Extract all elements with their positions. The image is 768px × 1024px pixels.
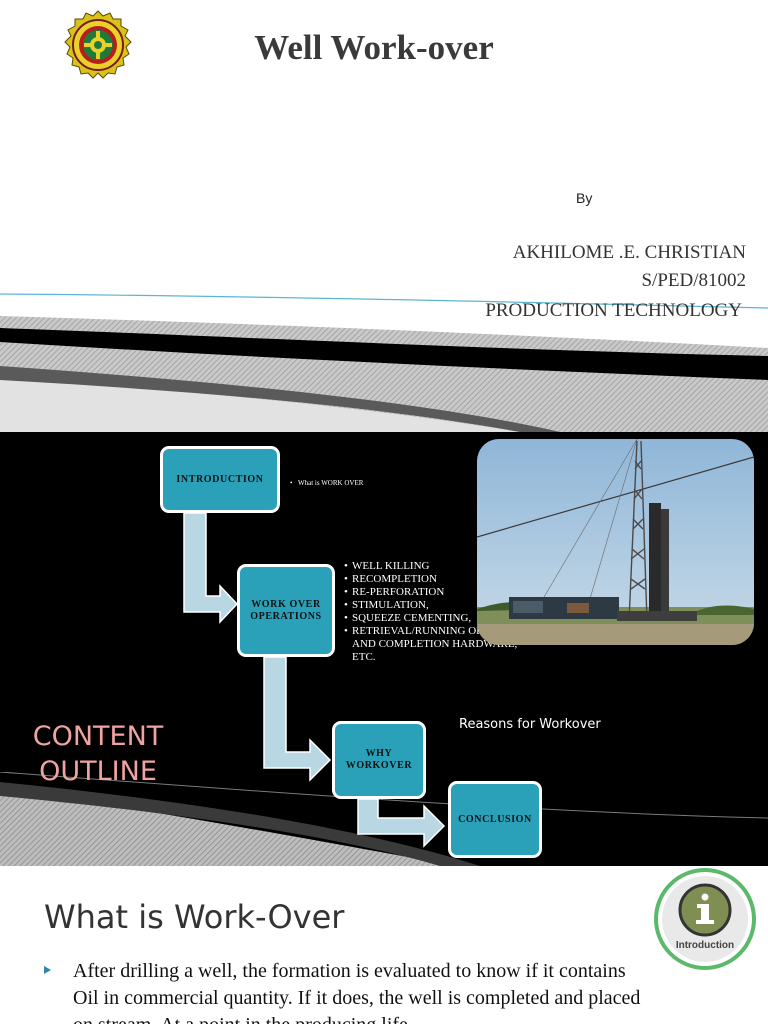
flow-arrows bbox=[183, 512, 446, 848]
list-item: WELL KILLING bbox=[344, 560, 534, 573]
bullet-triangle-icon bbox=[44, 966, 51, 974]
author-id: S/PED/81002 bbox=[641, 270, 746, 291]
by-label: By bbox=[576, 190, 593, 206]
decorative-swoosh bbox=[0, 772, 768, 866]
decorative-swoosh bbox=[0, 288, 768, 432]
what-is-workover-slide: What is Work-Over Introduction After dri… bbox=[0, 866, 768, 1024]
introduction-bullets: What is WORK OVER bbox=[290, 479, 363, 488]
outline-box-conclusion: CONCLUSION bbox=[448, 781, 542, 858]
list-item: RE-PERFORATION bbox=[344, 586, 534, 599]
presentation-title: Well Work-over bbox=[254, 28, 494, 67]
department: PRODUCTION TECHNOLOGY bbox=[485, 300, 742, 321]
slide-heading: What is Work-Over bbox=[44, 898, 345, 936]
list-item: SQUEEZE CEMENTING, bbox=[344, 612, 534, 625]
reasons-for-workover-label: Reasons for Workover bbox=[459, 717, 601, 732]
info-icon: Introduction bbox=[654, 868, 756, 970]
content-outline-title: CONTENT OUTLINE bbox=[32, 721, 164, 787]
author-name: AKHILOME .E. CHRISTIAN bbox=[512, 242, 746, 263]
bullet-paragraph: After drilling a well, the formation is … bbox=[44, 958, 644, 1024]
badge-label: Introduction bbox=[676, 940, 734, 951]
title-slide: Well Work-over By AKHILOME .E. CHRISTIAN… bbox=[0, 0, 768, 432]
outline-box-introduction: INTRODUCTION bbox=[160, 446, 280, 513]
list-item: What is WORK OVER bbox=[290, 479, 363, 488]
list-item: STIMULATION, bbox=[344, 599, 534, 612]
list-item: RECOMPLETION bbox=[344, 573, 534, 586]
company-seal-logo bbox=[64, 10, 132, 79]
drilling-rig-photo bbox=[477, 439, 754, 645]
